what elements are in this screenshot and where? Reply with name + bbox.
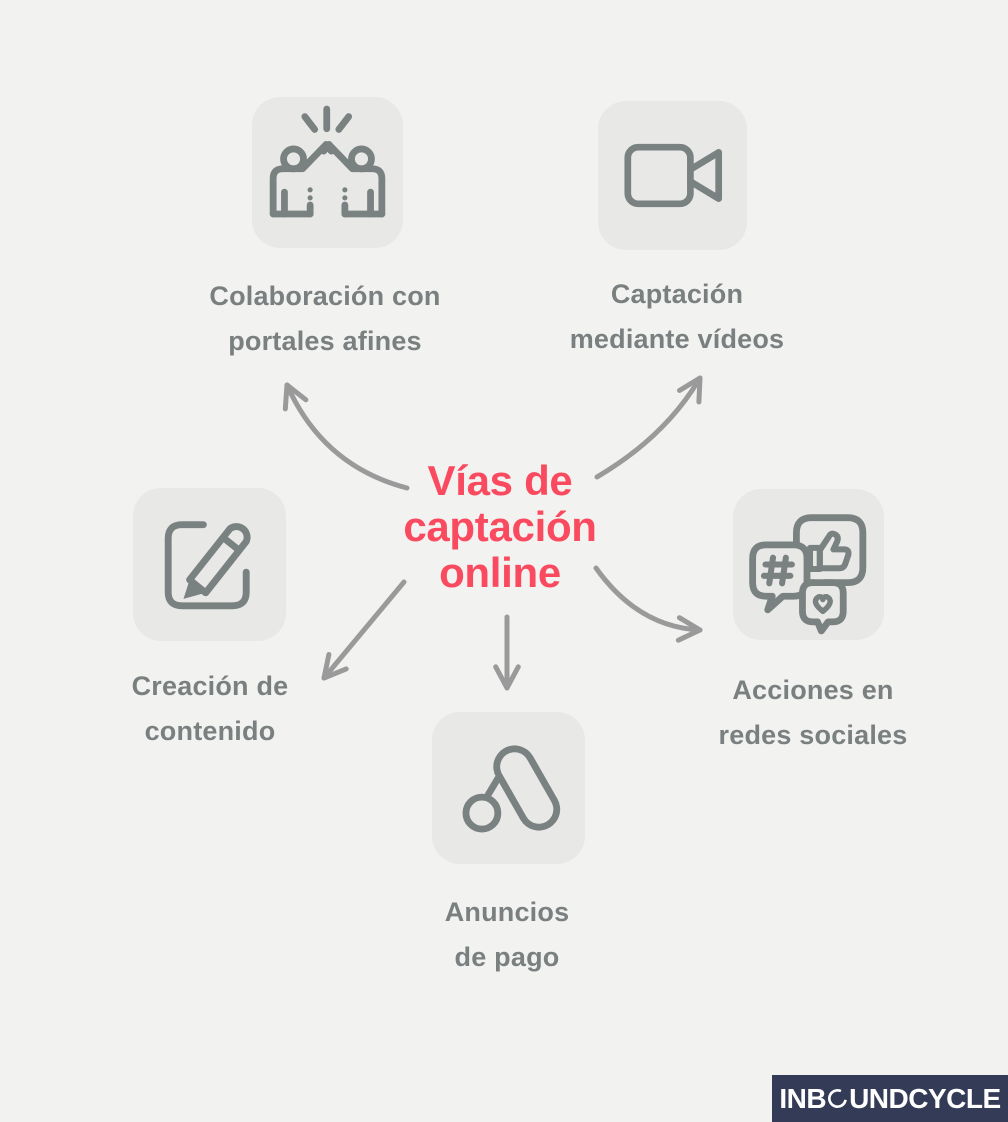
social-bubbles-icon [749,514,867,635]
logo-o-swoosh-icon [828,1089,847,1108]
node-label-collaboration: Colaboración con portales afines [150,274,500,364]
node-label-videos: Captación mediante vídeos [527,272,827,362]
node-label-ads: Anuncios de pago [382,890,632,980]
node-label-content: Creación de contenido [85,664,335,754]
arrow-to-ads [493,614,521,691]
logo-text-suffix: UNDCYCLE [849,1082,1001,1114]
arrow-to-content [321,579,407,681]
edit-pencil-icon [164,521,251,610]
google-ads-icon [462,745,561,833]
page-title-line: captación [403,503,597,550]
node-card-ads [432,712,585,864]
node-label-social: Acciones en redes sociales [688,668,938,758]
high-five-icon [269,105,386,218]
label-line: Anuncios [444,897,570,927]
label-line: de pago [454,942,560,972]
label-line: portales afines [228,326,422,356]
label-line: contenido [144,716,276,746]
inboundcycle-logo: INB UNDCYCLE [772,1075,1008,1122]
label-line: redes sociales [718,720,908,750]
node-card-social [733,489,884,640]
page-title-line: Vías de [427,457,573,504]
node-card-content [133,488,286,641]
label-line: Creación de [131,671,289,701]
page-title-line: online [439,549,561,596]
label-line: mediante vídeos [569,324,785,354]
node-card-collaboration [252,97,403,248]
label-line: Acciones en [732,675,894,705]
video-camera-icon [624,143,723,208]
label-line: Colaboración con [209,281,441,311]
logo-text-prefix: INB [779,1082,827,1114]
label-line: Captación [610,279,744,309]
node-card-videos [598,101,747,250]
page-title: Vías de captación online [350,458,650,596]
